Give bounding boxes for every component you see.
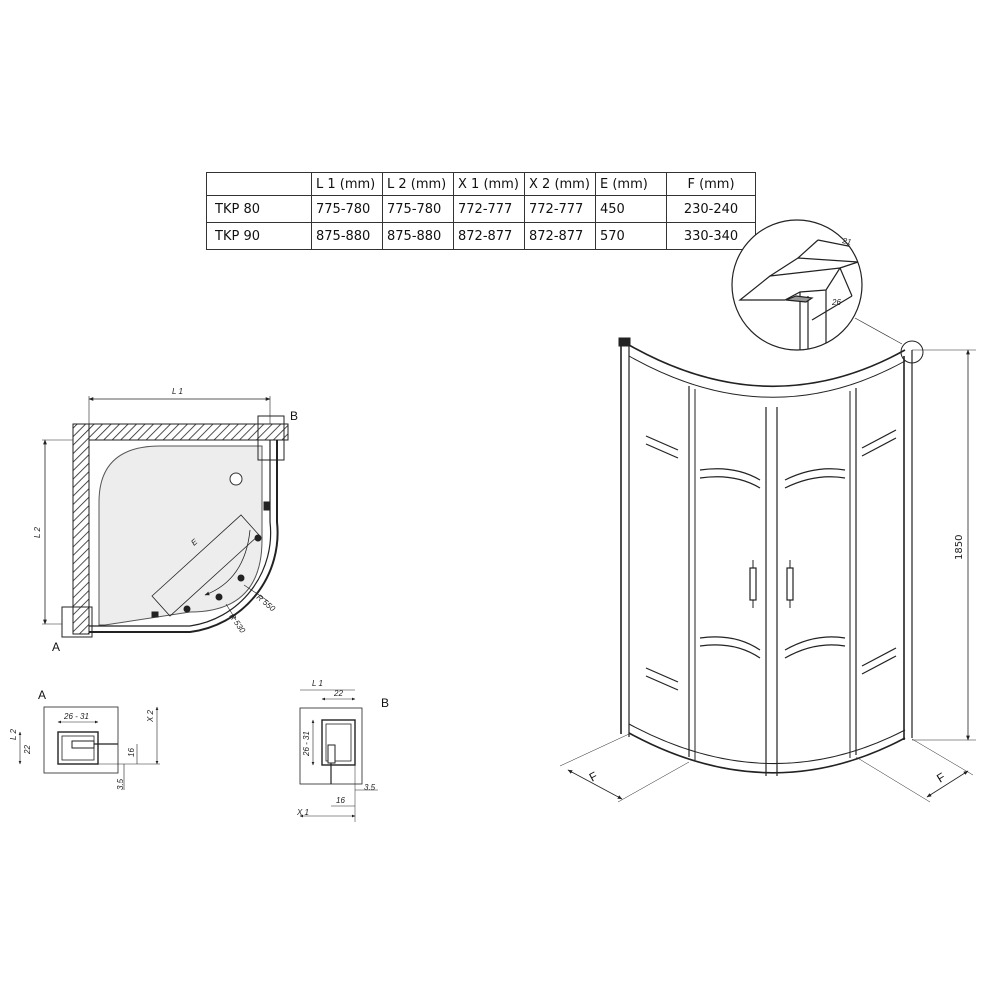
detail-b-glass-slot <box>327 744 336 764</box>
r530-label: R 530 <box>227 612 247 635</box>
f-left-ext-1 <box>559 733 630 767</box>
left-post <box>618 337 631 737</box>
fixed-panel-right <box>849 388 857 758</box>
detail-b-title: B <box>381 696 389 710</box>
enclosure-frame-inner <box>89 440 272 627</box>
table-header-cell: X 1 (mm) <box>453 172 525 196</box>
dimension-table: L 1 (mm) L 2 (mm) X 1 (mm) X 2 (mm) E (m… <box>206 172 756 250</box>
fixed-panel-left <box>688 386 696 760</box>
detail-a-profile <box>57 731 99 765</box>
top-rail-outer <box>628 344 906 388</box>
f-left-ext-2 <box>617 761 690 803</box>
detail-a <box>18 706 160 790</box>
table-cell: TKP 90 <box>206 222 312 250</box>
table-cell: 772-777 <box>453 195 525 223</box>
table-cell: 775-780 <box>382 195 454 223</box>
wall-hatch <box>72 423 289 635</box>
detail-b <box>299 689 378 822</box>
detail-b-16-label: 16 <box>336 796 345 805</box>
e-dimension-box <box>151 514 260 617</box>
table-row: TKP 80 775-780 775-780 772-777 772-777 4… <box>206 195 756 223</box>
detail-b-h-label: 26 - 31 <box>302 731 311 757</box>
detail-a-35-label: 3.5 <box>116 778 125 790</box>
f-right-ext-1 <box>855 756 931 803</box>
bottom-rail-inner <box>628 723 906 764</box>
r550-label: R 550 <box>255 593 278 614</box>
corner-a-label: A <box>52 640 60 654</box>
profile-zoom-detail <box>731 219 863 351</box>
right-post <box>903 350 913 740</box>
f-left-dimension-line <box>567 769 623 800</box>
detail-a-x2-label: X 2 <box>146 709 155 723</box>
zoom-circle <box>731 219 863 351</box>
table-cell: 872-877 <box>453 222 525 250</box>
detail-b-x1-label: X 1 <box>296 808 309 817</box>
f-right-ext-2 <box>911 738 974 776</box>
f-right-dimension-line <box>926 770 969 798</box>
detail-a-h-label: 22 <box>23 745 32 755</box>
plan-view <box>42 396 289 638</box>
table-row: TKP 90 875-880 875-880 872-877 872-877 5… <box>206 222 756 250</box>
detail-callout-circle <box>900 340 924 364</box>
r550-leader <box>243 584 269 602</box>
enclosure-frame-outer <box>89 440 279 633</box>
detail-b-profile-inner <box>325 723 352 762</box>
detail-a-title: A <box>38 688 46 702</box>
zoom-ext-21a <box>797 239 819 259</box>
detail-a-width-label: 26 - 31 <box>63 712 89 721</box>
door-swing-arc <box>204 529 251 596</box>
l2-label: L 2 <box>33 526 42 538</box>
zoom-cap <box>785 295 814 303</box>
f-right-label: F <box>934 770 948 786</box>
corner-profile-b <box>257 415 285 461</box>
detail-b-l1-label: L 1 <box>312 679 323 688</box>
top-rail-inner <box>628 355 906 398</box>
e-label: E <box>189 537 199 548</box>
zoom-width-label: 21 <box>841 236 853 247</box>
zoom-profile-drawing <box>738 239 859 350</box>
table-cell: 875-880 <box>311 222 383 250</box>
f-left-label: F <box>587 769 600 785</box>
door-handle-right <box>786 560 794 608</box>
r530-leader <box>225 603 237 621</box>
center-seam <box>765 407 778 776</box>
l1-label: L 1 <box>172 387 183 396</box>
corner-profile-a <box>61 606 93 638</box>
detail-a-l2-label: L 2 <box>9 728 18 740</box>
zoom-depth-label: 26 <box>831 298 841 307</box>
drain-icon <box>229 472 243 486</box>
zoom-glass-panel <box>769 257 859 277</box>
detail-b-35-label: 3.5 <box>364 783 376 792</box>
bottom-rail-outer <box>628 732 906 774</box>
corner-b-label: B <box>290 409 298 423</box>
glass-reflections <box>645 429 897 691</box>
table-header-cell: F (mm) <box>666 172 756 196</box>
height-label: 1850 <box>954 535 965 560</box>
table-cell: 570 <box>595 222 667 250</box>
callout-leader <box>854 317 903 345</box>
detail-a-16-label: 16 <box>127 748 136 757</box>
elevation-view <box>559 317 976 803</box>
detail-a-glass-slot <box>71 740 95 749</box>
door-handle-left <box>749 560 757 608</box>
table-cell: 330-340 <box>666 222 756 250</box>
detail-b-width-label: 22 <box>333 689 343 698</box>
zoom-ext-26 <box>839 267 853 297</box>
table-cell: 872-877 <box>524 222 596 250</box>
door-rollers <box>151 501 270 618</box>
table-cell: 772-777 <box>524 195 596 223</box>
shower-tray <box>98 445 263 626</box>
zoom-dim-26 <box>811 295 853 321</box>
detail-a-frame <box>43 706 119 774</box>
detail-b-profile <box>321 719 356 766</box>
table-cell: 230-240 <box>666 195 756 223</box>
